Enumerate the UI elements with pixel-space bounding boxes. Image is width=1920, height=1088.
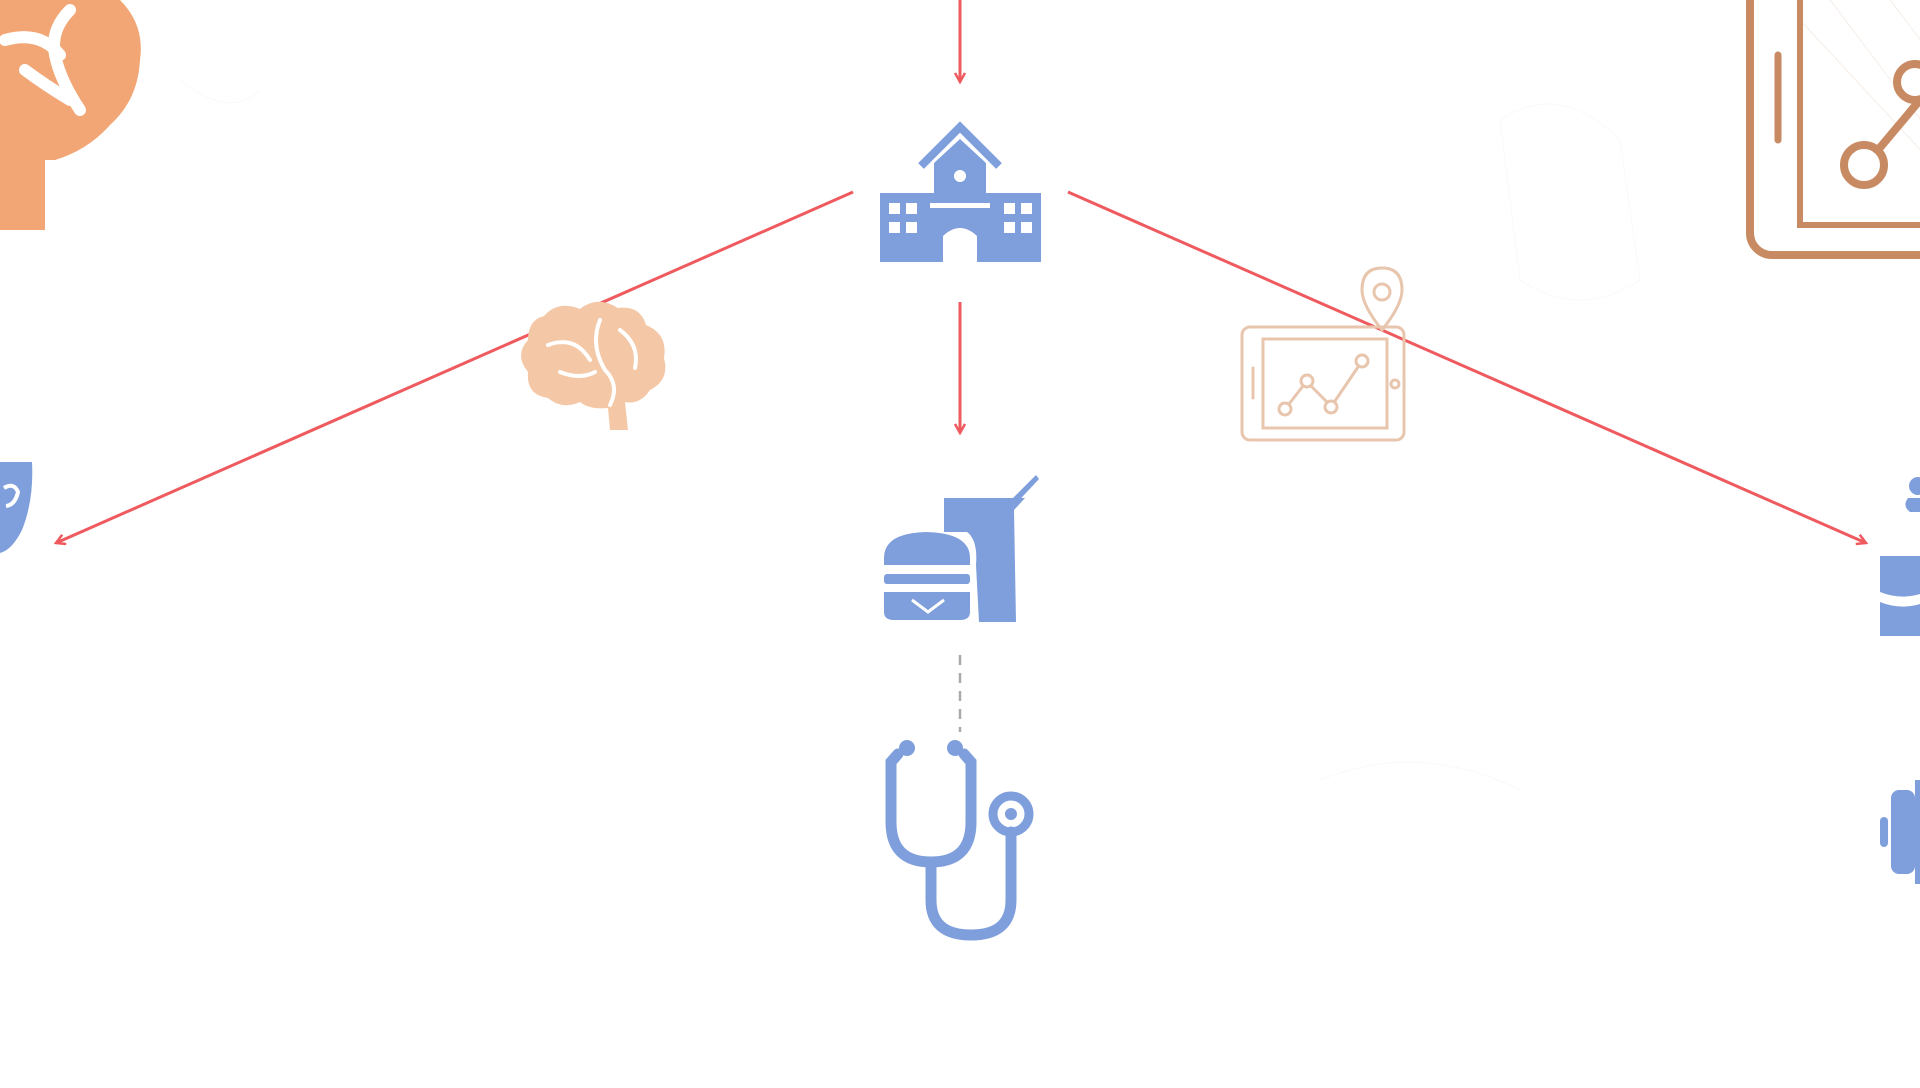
burger-drink-icon	[884, 475, 1039, 622]
arrow-school-to-left	[56, 190, 854, 543]
tablet-location-analytics-icon	[1240, 266, 1406, 442]
arrow-school-to-right	[1067, 190, 1866, 543]
fitness-icon	[1880, 477, 1920, 636]
tablet-analytics-icon	[1746, 0, 1920, 259]
dumbbell-icon	[1880, 780, 1920, 884]
stethoscope-icon	[885, 740, 1034, 941]
brain-icon	[521, 301, 666, 430]
background-watermark	[179, 79, 1641, 791]
brain-icon	[0, 0, 141, 230]
face-mask-icon	[0, 462, 33, 553]
school-icon	[880, 121, 1041, 262]
